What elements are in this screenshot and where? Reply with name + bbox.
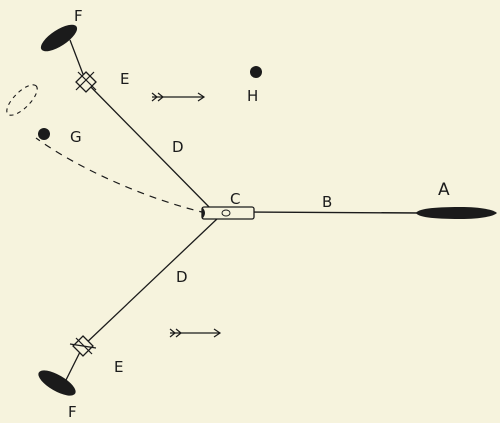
arrow-right-upper bbox=[151, 92, 206, 102]
label-d-upper: D bbox=[172, 138, 184, 156]
dashed-trajectory bbox=[35, 137, 207, 214]
rod-d-upper bbox=[85, 81, 215, 213]
label-d-lower: D bbox=[176, 268, 188, 286]
rod-d-lower bbox=[82, 217, 219, 347]
point-h bbox=[250, 66, 262, 78]
label-h: H bbox=[247, 87, 259, 105]
ghost-outline bbox=[6, 84, 38, 116]
label-f-upper: F bbox=[74, 7, 83, 25]
mass-f-lower bbox=[38, 370, 76, 396]
arrow-right-lower bbox=[169, 328, 222, 338]
joint-e-upper bbox=[75, 71, 97, 93]
mass-f-upper bbox=[40, 24, 78, 52]
mass-a bbox=[416, 207, 497, 219]
rod-b bbox=[249, 211, 423, 214]
label-e-lower: E bbox=[114, 358, 124, 376]
label-b: B bbox=[322, 193, 333, 211]
hub-c bbox=[201, 206, 255, 220]
label-f-lower: F bbox=[68, 403, 77, 421]
label-c: C bbox=[230, 190, 241, 208]
joint-e-lower bbox=[69, 335, 97, 357]
label-e-upper: E bbox=[120, 70, 130, 88]
label-g: G bbox=[70, 128, 82, 146]
point-g bbox=[38, 128, 50, 140]
label-a: A bbox=[438, 180, 450, 200]
